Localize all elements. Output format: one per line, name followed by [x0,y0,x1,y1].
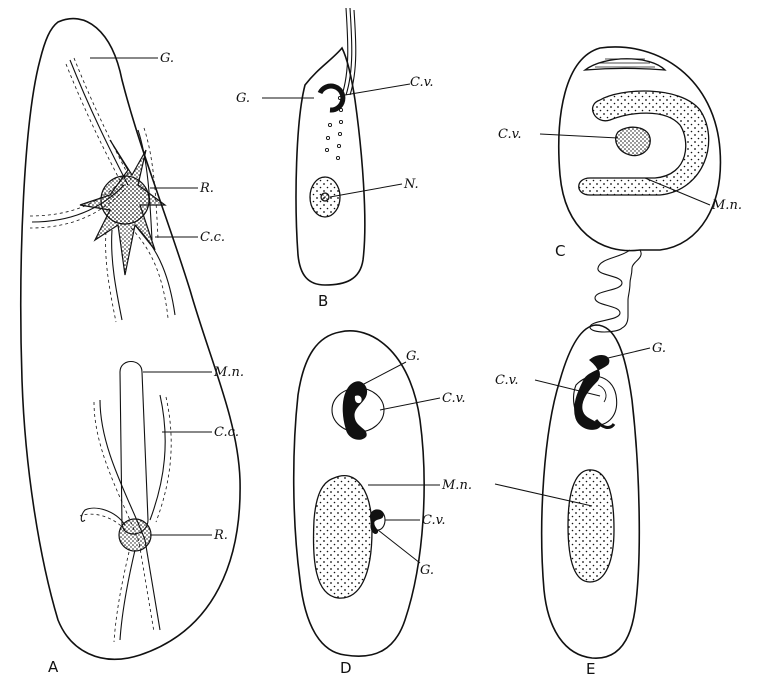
label-a-cc1: C.c. [200,230,225,245]
label-b-g: G. [236,91,250,106]
contractile-vacuole-c [616,127,651,155]
macronucleus-outline [120,362,148,535]
label-e-cv: C.v. [495,373,519,388]
lower-rhizoplast-group [80,362,171,643]
label-a-g: G. [160,51,174,66]
label-d-cv2: C.v. [422,513,446,528]
panel-label-b: B [318,292,328,310]
label-e-g: G. [652,341,666,356]
golgi-e [575,356,609,430]
label-c-cv: C.v. [498,127,522,142]
label-a-r2: R. [213,528,228,543]
label-d-cv1: C.v. [442,391,466,406]
macronucleus-e [568,470,614,582]
stalk-c [590,250,641,332]
cell-b: C.v. G. N. B [236,8,434,310]
upper-rhizoplast-group [30,58,175,322]
cell-a-outline [21,19,240,660]
panel-label-a: A [48,658,59,676]
label-a-cc2: C.c. [214,425,239,440]
golgi-d1 [343,382,366,439]
panel-label-c: C [555,242,565,260]
label-d-g2: G. [420,563,434,578]
nucleolus-b [321,193,329,201]
label-b-cv: C.v. [410,75,434,90]
golgi-b [320,86,343,110]
label-a-mn: M.n. [213,365,244,380]
cell-c: C.v. M.n. C [498,47,742,332]
label-d-g1: G. [406,349,420,364]
label-b-n: N. [403,177,419,192]
label-c-mn: M.n. [711,198,742,213]
cell-a: G. R. C.c. M.n. C.c. R. A [21,19,244,676]
cell-d: G. C.v. M.n. C.v. G. D [294,331,472,677]
macronucleus-d [313,476,372,599]
reservoir-c [585,59,665,70]
golgi-d2 [370,510,383,534]
rhizoplast-body-lower [119,519,151,551]
panel-label-e: E [586,660,595,678]
panel-label-d: D [340,659,352,677]
label-d-mn: M.n. [441,478,472,493]
cell-e: G. C.v. E [495,325,666,678]
rhizoplast-body [101,176,149,224]
label-a-r1: R. [199,181,214,196]
